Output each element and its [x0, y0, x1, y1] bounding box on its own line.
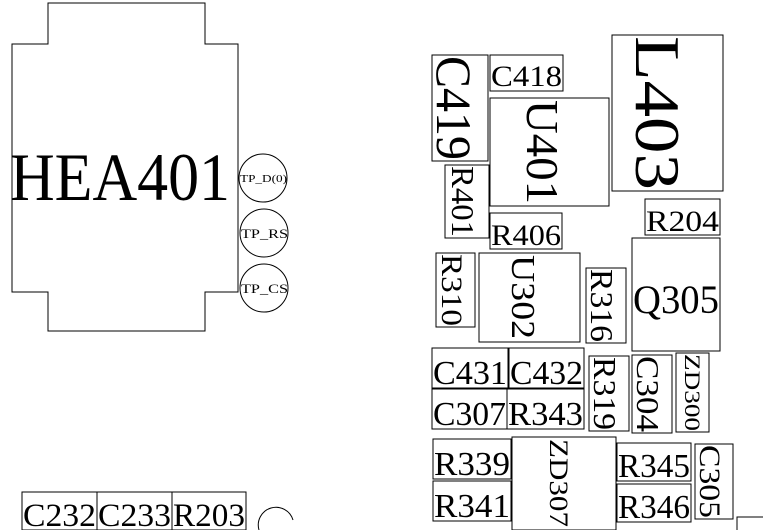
svg-text:U302: U302	[504, 255, 541, 339]
svg-text:C304: C304	[630, 356, 666, 432]
svg-text:C419: C419	[426, 56, 482, 160]
heatsink-hea401: HEA401	[10, 2, 239, 332]
svg-text:ZD307: ZD307	[544, 439, 573, 527]
component-c233: C233	[96, 491, 173, 530]
component-zd300: ZD300	[675, 352, 710, 433]
component-c232: C232	[21, 491, 98, 530]
svg-text:R316: R316	[584, 269, 620, 342]
svg-text:R341: R341	[434, 488, 510, 525]
svg-text:R310: R310	[435, 254, 468, 326]
svg-text:TP_RS: TP_RS	[241, 226, 288, 241]
component-c307: C307	[431, 388, 508, 433]
svg-text:R203: R203	[173, 498, 245, 530]
component-c431: C431	[431, 347, 509, 392]
svg-text:R204: R204	[646, 205, 719, 238]
svg-text:R319: R319	[587, 357, 623, 430]
test-point-tp-rs: TP_RS	[239, 208, 289, 258]
svg-text:R346: R346	[618, 489, 690, 526]
component-r341: R341	[432, 480, 512, 525]
partial-component	[736, 516, 763, 530]
svg-text:C307: C307	[433, 396, 506, 433]
component-r204: R204	[644, 198, 721, 238]
svg-text:L403: L403	[622, 36, 693, 190]
svg-text:R406: R406	[491, 219, 561, 252]
component-u302: U302	[478, 252, 581, 343]
component-u401: U401	[489, 97, 610, 207]
svg-text:C431: C431	[433, 355, 507, 392]
svg-text:R343: R343	[508, 396, 583, 433]
component-r339: R339	[432, 438, 512, 483]
component-r310: R310	[435, 252, 476, 328]
component-r406: R406	[489, 212, 563, 252]
svg-text:C432: C432	[510, 355, 583, 392]
component-r401: R401	[444, 164, 490, 239]
component-r319: R319	[587, 355, 630, 432]
component-r343: R343	[506, 388, 585, 433]
component-l403: L403	[611, 34, 724, 192]
svg-text:C233: C233	[98, 498, 171, 530]
heatsink-label: HEA401	[10, 139, 230, 215]
component-c419: C419	[426, 54, 489, 162]
component-c418: C418	[489, 54, 564, 93]
svg-text:TP_CS: TP_CS	[241, 281, 288, 296]
svg-text:R401: R401	[445, 166, 481, 237]
component-c304: C304	[630, 354, 673, 434]
component-r345: R345	[616, 442, 692, 485]
svg-text:R339: R339	[434, 446, 510, 483]
svg-text:C305: C305	[693, 445, 726, 518]
component-q305: Q305	[631, 237, 721, 352]
svg-text:C232: C232	[23, 498, 96, 530]
component-c305: C305	[693, 443, 734, 520]
svg-text:Q305: Q305	[633, 277, 719, 322]
test-point-tp-cs: TP_CS	[239, 263, 289, 313]
component-zd307: ZD307	[511, 436, 617, 530]
svg-text:U401: U401	[517, 100, 568, 204]
test-point-tp-d0: TP_D(0)	[238, 153, 288, 203]
component-r203: R203	[171, 491, 247, 530]
component-r346: R346	[616, 483, 692, 526]
svg-text:ZD300: ZD300	[680, 354, 705, 431]
component-c432: C432	[508, 347, 585, 392]
svg-text:C418: C418	[491, 60, 562, 93]
partial-circle	[257, 506, 294, 530]
svg-text:TP_D(0): TP_D(0)	[240, 174, 287, 185]
component-r316: R316	[584, 267, 627, 344]
svg-text:R345: R345	[618, 448, 690, 485]
